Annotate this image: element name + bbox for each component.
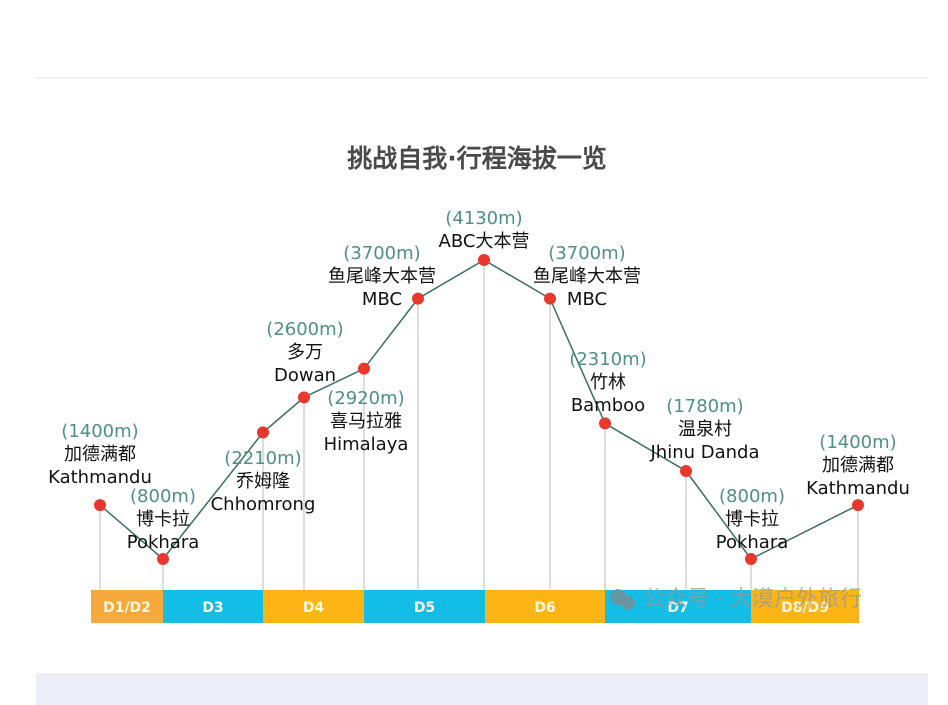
elevation-point bbox=[94, 499, 106, 512]
day-label: D8/D9 bbox=[781, 600, 829, 616]
day-segment: D3 bbox=[163, 590, 263, 623]
watermark: 公众号 · 大漠户外旅行 bbox=[610, 587, 862, 612]
day-segment: D1/D2 bbox=[91, 590, 163, 623]
place-name-cn: 加德满都 bbox=[64, 444, 136, 465]
place-name-en: Kathmandu bbox=[806, 478, 910, 499]
place-name-cn: 乔姆隆 bbox=[236, 471, 290, 492]
day-segment: D5 bbox=[364, 590, 485, 623]
elevation-label: (1400m) bbox=[819, 432, 896, 453]
place-name-cn: 博卡拉 bbox=[136, 509, 190, 530]
day-label: D5 bbox=[414, 600, 435, 616]
place-name-cn: 喜马拉雅 bbox=[330, 411, 402, 432]
elevation-point bbox=[257, 426, 269, 439]
place-name-cn: 竹林 bbox=[590, 372, 626, 393]
place-name-en: Pokhara bbox=[716, 532, 789, 553]
elevation-label: (800m) bbox=[130, 486, 196, 507]
elevation-point bbox=[478, 254, 490, 266]
day-label: D4 bbox=[303, 600, 325, 616]
elevation-point bbox=[852, 499, 864, 512]
day-segment: D8/D9 bbox=[751, 590, 859, 623]
day-segment: D7 bbox=[605, 590, 751, 623]
place-name-en: Dowan bbox=[274, 365, 336, 386]
elevation-line bbox=[99, 259, 859, 561]
place-name-cn: 多万 bbox=[287, 342, 323, 363]
place-name-en: Jhinu Danda bbox=[649, 442, 759, 463]
place-name-en: Himalaya bbox=[324, 434, 409, 455]
place-name-en: Pokhara bbox=[127, 532, 200, 553]
elevation-point bbox=[599, 417, 611, 430]
elevation-point bbox=[298, 391, 310, 404]
divider bbox=[36, 77, 928, 79]
day-label: D6 bbox=[534, 600, 555, 616]
elevation-label: (1400m) bbox=[61, 421, 138, 442]
place-name-en: Bamboo bbox=[571, 395, 645, 416]
bottom-panel bbox=[36, 673, 928, 705]
day-segment: D6 bbox=[485, 590, 605, 623]
elevation-label: (2920m) bbox=[327, 388, 404, 409]
elevation-point bbox=[544, 292, 556, 305]
elevation-label: (2600m) bbox=[266, 319, 343, 340]
place-name-cn: 鱼尾峰大本营 bbox=[533, 266, 641, 287]
day-label: D7 bbox=[667, 600, 688, 616]
place-name-cn: 加德满都 bbox=[822, 455, 894, 476]
svg-text:公众号 · 大漠户外旅行: 公众号 · 大漠户外旅行 bbox=[643, 587, 862, 612]
elevation-point bbox=[157, 553, 169, 565]
elevation-point bbox=[358, 362, 370, 375]
place-name-cn: ABC大本营 bbox=[439, 231, 530, 252]
elevation-label: (3700m) bbox=[548, 243, 625, 264]
day-label: D3 bbox=[202, 600, 223, 616]
day-segment: D4 bbox=[263, 590, 364, 623]
elevation-label: (2310m) bbox=[569, 349, 646, 370]
elevation-label: (4130m) bbox=[445, 208, 522, 229]
day-label: D1/D2 bbox=[103, 600, 151, 616]
elevation-point bbox=[745, 553, 757, 565]
elevation-point bbox=[680, 465, 692, 478]
elevation-label: (3700m) bbox=[343, 243, 420, 264]
elevation-label: (1780m) bbox=[666, 396, 743, 417]
place-name-en: MBC bbox=[362, 289, 402, 310]
place-name-cn: 温泉村 bbox=[678, 419, 732, 440]
place-name-cn: 鱼尾峰大本营 bbox=[328, 266, 436, 287]
elevation-label: (2210m) bbox=[224, 448, 301, 469]
place-name-en: Kathmandu bbox=[48, 467, 152, 488]
elevation-point bbox=[412, 292, 424, 305]
place-name-en: MBC bbox=[567, 289, 607, 310]
chart-title: 挑战自我·行程海拔一览 bbox=[347, 144, 607, 173]
place-name-cn: 博卡拉 bbox=[725, 509, 779, 530]
elevation-label: (800m) bbox=[719, 486, 785, 507]
place-name-en: Chhomrong bbox=[211, 494, 316, 515]
